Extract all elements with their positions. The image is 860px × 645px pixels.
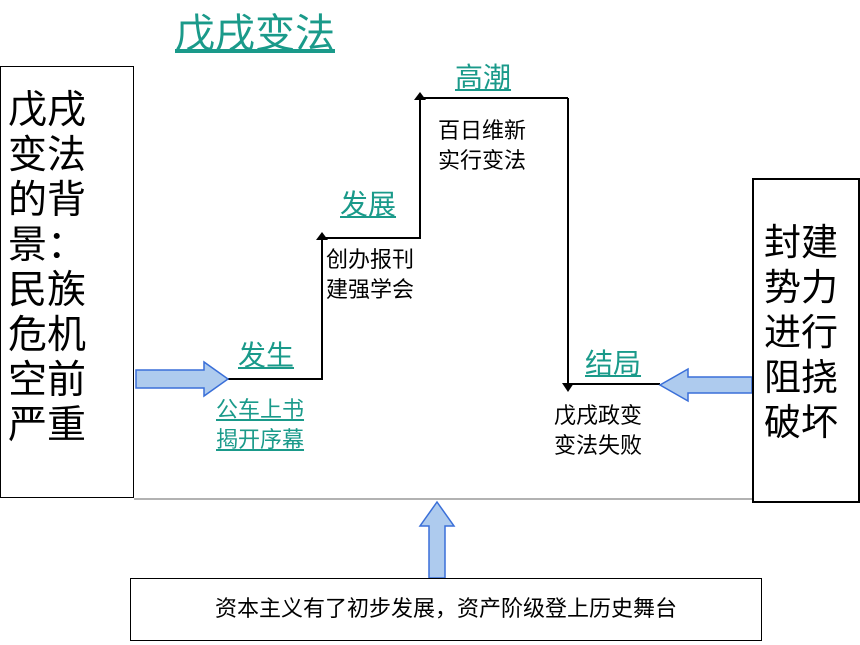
drop-arrowhead [562,383,574,392]
arrow-right-icon [135,360,230,398]
opposition-text: 封建势力进行阻挠破坏 [764,221,838,444]
background-box [0,66,134,498]
stage-outcome-desc-1: 戊戌政变 [554,404,643,429]
foundation-text: 资本主义有了初步发展，资产阶级登上历史舞台 [214,597,677,622]
opposition-box [752,178,860,503]
stage-development-desc-1: 创办报刊 [326,248,415,273]
stage-development-desc-2: 建强学会 [326,278,415,303]
arrow-up-icon [418,500,456,579]
stage-climax-desc-1: 百日维新 [438,119,527,144]
step-arrowhead-2 [414,92,426,100]
step-arrowhead-1 [316,232,328,240]
stage-occurrence-desc-2: 揭开序幕 [216,428,305,453]
stage-outcome-desc-2: 变法失败 [554,434,643,459]
stage-climax-desc-2: 实行变法 [438,149,527,174]
arrow-left-icon [658,367,753,403]
stage-climax-label[interactable]: 高潮 [455,61,512,94]
stage-occurrence-label[interactable]: 发生 [238,339,295,372]
stage-occurrence-desc-1: 公车上书 [216,398,305,423]
stage-development-label[interactable]: 发展 [340,188,397,221]
page-title: 戊戌变法 [175,11,335,57]
background-text: 戊戌变法的背景：民族危机空前严重 [8,88,87,448]
staircase-line [228,97,568,380]
stage-outcome-label[interactable]: 结局 [585,347,642,380]
foundation-box [130,578,762,641]
